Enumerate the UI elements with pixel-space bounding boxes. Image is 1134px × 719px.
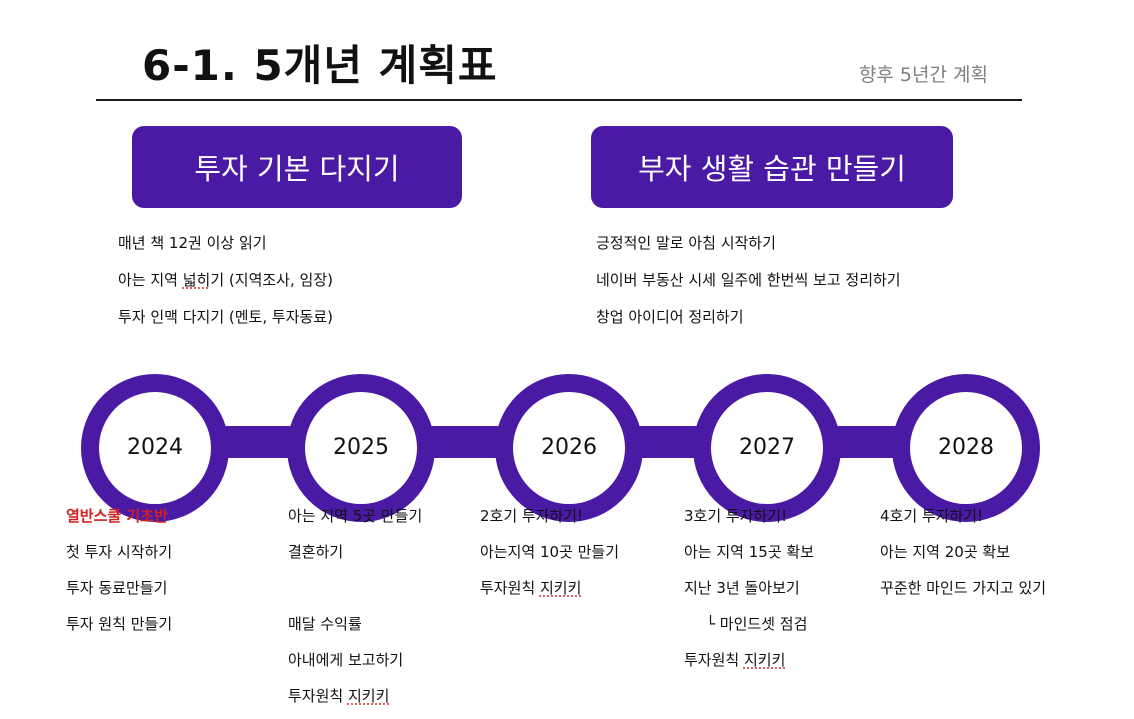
- milestones-2028: 4호기 투자하기! 아는 지역 20곳 확보 꾸준한 마인드 가지고 있기: [880, 503, 1046, 611]
- goal-box-investment-basics: 투자 기본 다지기: [132, 126, 462, 208]
- milestone: 첫 투자 시작하기: [66, 543, 173, 561]
- milestone: 아는 지역 15곳 확보: [684, 543, 814, 561]
- milestone-spacer: [288, 575, 422, 611]
- goal-list-investment-basics: 매년 책 12권 이상 읽기 아는 지역 넓히기 (지역조사, 임장) 투자 인…: [118, 230, 333, 341]
- milestone: 3호기 투자하기!: [684, 507, 788, 525]
- year-circle-2025: 2025: [287, 374, 435, 522]
- year-label: 2028: [938, 435, 994, 460]
- milestone: 아내에게 보고하기: [288, 651, 404, 669]
- milestones-2025: 아는 지역 5곳 만들기 결혼하기 매달 수익률 아내에게 보고하기 투자원칙 …: [288, 503, 422, 719]
- goal-item-word: 넓히: [182, 271, 211, 289]
- year-label: 2027: [739, 435, 795, 460]
- milestone: 꾸준한 마인드 가지고 있기: [880, 579, 1047, 597]
- title-divider: [96, 99, 1022, 101]
- year-label: 2024: [127, 435, 183, 460]
- goal-item: 투자 인맥 다지기 (멘토, 투자동료): [118, 308, 333, 326]
- milestone-highlight: 열반스쿨 기초반: [66, 507, 168, 525]
- year-circle-2024: 2024: [81, 374, 229, 522]
- milestone-subitem: └ 마인드셋 점검: [706, 615, 808, 633]
- goal-item: 창업 아이디어 정리하기: [596, 308, 744, 326]
- milestone-word: 지키키: [539, 579, 582, 597]
- year-circle-2028: 2028: [892, 374, 1040, 522]
- year-label: 2025: [333, 435, 389, 460]
- milestone: 결혼하기: [288, 543, 344, 561]
- milestone: 아는지역 10곳 만들기: [480, 543, 620, 561]
- milestone: 투자원칙 지키키: [288, 687, 390, 705]
- milestone: 아는 지역 20곳 확보: [880, 543, 1010, 561]
- milestones-2026: 2호기 투자하기! 아는지역 10곳 만들기 투자원칙 지키키: [480, 503, 619, 611]
- milestones-2027: 3호기 투자하기! 아는 지역 15곳 확보 지난 3년 돌아보기 └ 마인드셋…: [684, 503, 814, 683]
- milestone: 4호기 투자하기!: [880, 507, 984, 525]
- milestone: 투자 원칙 만들기: [66, 615, 173, 633]
- goal-box-rich-habits: 부자 생활 습관 만들기: [591, 126, 953, 208]
- milestone: 매달 수익률: [288, 615, 362, 633]
- page-title: 6-1. 5개년 계획표: [142, 41, 498, 90]
- milestone-word: 지키키: [347, 687, 390, 705]
- milestones-2024: 열반스쿨 기초반 첫 투자 시작하기 투자 동료만들기 투자 원칙 만들기: [66, 503, 172, 647]
- milestone: 투자원칙 지키키: [684, 651, 786, 669]
- milestone: 2호기 투자하기!: [480, 507, 584, 525]
- goal-heading: 투자 기본 다지기: [194, 152, 400, 186]
- goal-list-rich-habits: 긍정적인 말로 아침 시작하기 네이버 부동산 시세 일주에 한번씩 보고 정리…: [596, 230, 901, 341]
- goal-item: 매년 책 12권 이상 읽기: [118, 234, 267, 252]
- milestone: 투자원칙 지키키: [480, 579, 582, 597]
- goal-item: 아는 지역 넓히기 (지역조사, 임장): [118, 271, 333, 289]
- milestone: 지난 3년 돌아보기: [684, 579, 800, 597]
- year-circle-2027: 2027: [693, 374, 841, 522]
- goal-item: 긍정적인 말로 아침 시작하기: [596, 234, 776, 252]
- goal-item: 네이버 부동산 시세 일주에 한번씩 보고 정리하기: [596, 271, 901, 289]
- milestone: 투자 동료만들기: [66, 579, 168, 597]
- year-circle-2026: 2026: [495, 374, 643, 522]
- milestone: 아는 지역 5곳 만들기: [288, 507, 423, 525]
- goal-heading: 부자 생활 습관 만들기: [638, 152, 906, 186]
- milestone-word: 지키키: [743, 651, 786, 669]
- year-label: 2026: [541, 435, 597, 460]
- page-subtitle: 향후 5년간 계획: [858, 64, 988, 86]
